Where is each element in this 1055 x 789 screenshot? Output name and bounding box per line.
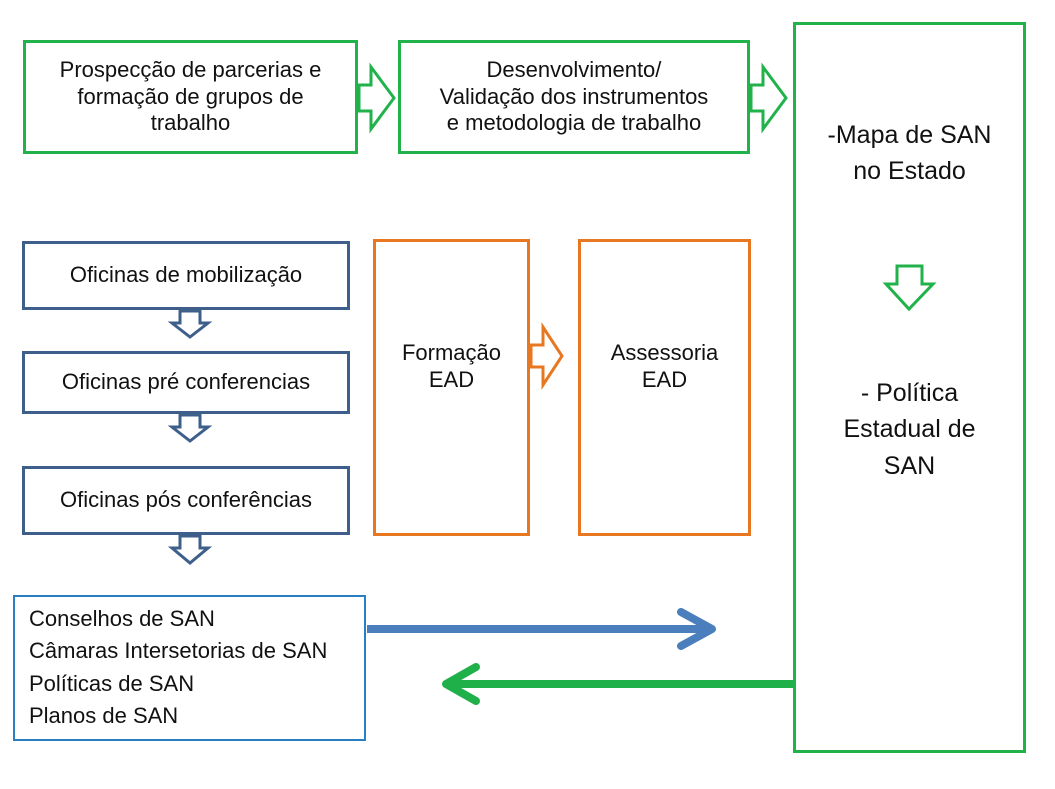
prospeccao-line-1: Prospecção de parcerias e [59, 56, 322, 82]
oficina-mobilizacao-box: Oficinas de mobilização [22, 241, 350, 310]
mapa-line-2: no Estado [853, 157, 966, 186]
arrow-right-icon [357, 62, 396, 134]
arrowhead-left-icon [442, 663, 480, 705]
conselhos-box: Conselhos de SAN Câmaras Intersetorias d… [13, 595, 366, 741]
politicas-line: Políticas de SAN [29, 670, 195, 696]
prospeccao-box: Prospecção de parcerias e formação de gr… [23, 40, 358, 154]
prospeccao-line-3: trabalho [150, 110, 231, 136]
arrow-down-icon [167, 534, 213, 565]
arrow-right-icon [529, 321, 564, 391]
formacao-ead-box: Formação EAD [373, 239, 530, 536]
formacao-line-1: Formação [401, 340, 502, 365]
arrow-right-icon [749, 62, 788, 134]
arrow-down-icon [167, 413, 213, 443]
formacao-line-2: EAD [428, 366, 475, 392]
assessoria-line-1: Assessoria [610, 340, 719, 365]
desenvolvimento-box: Desenvolvimento/ Validação dos instrumen… [398, 40, 750, 154]
desenvolvimento-line-3: e metodologia de trabalho [446, 110, 702, 136]
outcomes-panel: -Mapa de SAN no Estado - Política Estadu… [793, 22, 1026, 753]
assessoria-line-2: EAD [641, 366, 688, 392]
conselhos-line: Conselhos de SAN [29, 606, 215, 631]
arrowhead-right-icon [677, 608, 716, 650]
oficina-pos-conferencia-label: Oficinas pós conferências [60, 487, 312, 513]
oficina-pre-conferencia-label: Oficinas pré conferencias [61, 369, 311, 395]
desenvolvimento-line-2: Validação dos instrumentos [439, 83, 709, 109]
camaras-line: Câmaras Intersetorias de SAN [29, 638, 328, 664]
planos-line: Planos de SAN [29, 702, 179, 728]
oficina-mobilizacao-label: Oficinas de mobilização [69, 262, 303, 288]
prospeccao-line-2: formação de grupos de [77, 83, 304, 109]
politica-line-3: SAN [883, 451, 936, 480]
assessoria-ead-box: Assessoria EAD [578, 239, 751, 536]
politica-estadual-text: - Política Estadual de SAN [796, 375, 1023, 484]
mapa-line-1: -Mapa de SAN [827, 121, 992, 149]
arrow-down-icon [882, 264, 937, 312]
oficina-pre-conferencia-box: Oficinas pré conferencias [22, 351, 350, 414]
desenvolvimento-line-1: Desenvolvimento/ [486, 56, 662, 82]
politica-line-1: - Política [860, 379, 959, 407]
oficina-pos-conferencia-box: Oficinas pós conferências [22, 466, 350, 535]
arrow-down-icon [167, 309, 213, 339]
politica-line-2: Estadual de [843, 415, 976, 444]
mapa-san-text: -Mapa de SAN no Estado [796, 117, 1023, 190]
